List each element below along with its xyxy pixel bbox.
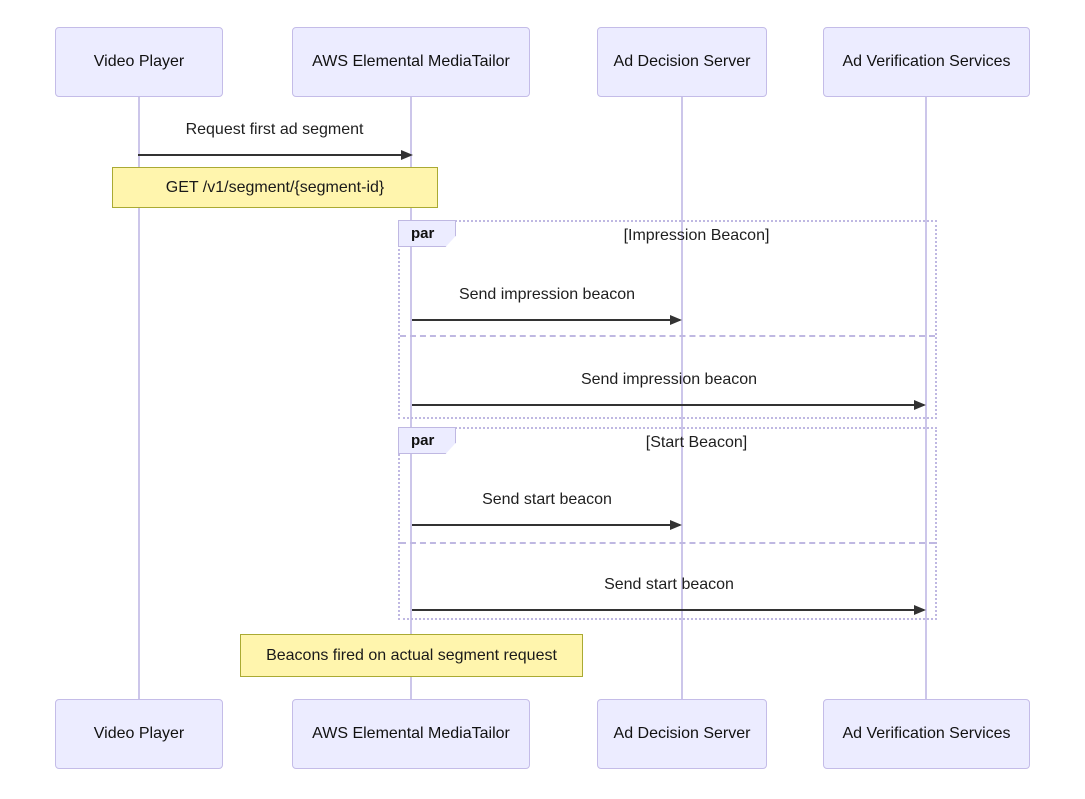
lifeline-ad-decision-server	[681, 97, 683, 700]
actor-top-ad-verification-services: Ad Verification Services	[823, 27, 1030, 97]
message-arrow	[412, 315, 682, 325]
actor-top-video-player: Video Player	[55, 27, 223, 97]
actor-bottom-mediatailor: AWS Elemental MediaTailor	[292, 699, 530, 769]
lifeline-mediatailor	[410, 97, 412, 700]
note-get-segment: GET /v1/segment/{segment-id}	[112, 167, 438, 208]
par-keyword: par	[398, 427, 456, 454]
par-divider	[400, 542, 935, 544]
actor-bottom-video-player: Video Player	[55, 699, 223, 769]
message-arrow	[412, 520, 682, 530]
par-block-start-beacon: par [Start Beacon]	[398, 427, 937, 620]
actor-top-mediatailor: AWS Elemental MediaTailor	[292, 27, 530, 97]
message-label: Send start beacon	[482, 491, 612, 508]
message-label: Request first ad segment	[185, 121, 364, 138]
message-label: Send impression beacon	[580, 371, 758, 388]
lifeline-video-player	[138, 97, 140, 700]
par-condition: [Start Beacon]	[645, 434, 748, 451]
actor-bottom-ad-verification-services: Ad Verification Services	[823, 699, 1030, 769]
message-arrow	[138, 150, 413, 160]
lifeline-ad-verification-services	[925, 97, 927, 700]
message-label: Send impression beacon	[458, 286, 636, 303]
actor-top-ad-decision-server: Ad Decision Server	[597, 27, 767, 97]
par-block-impression-beacon: par [Impression Beacon]	[398, 220, 937, 419]
actor-bottom-ad-decision-server: Ad Decision Server	[597, 699, 767, 769]
par-condition: [Impression Beacon]	[623, 227, 770, 244]
message-arrow	[412, 605, 926, 615]
par-keyword: par	[398, 220, 456, 247]
message-label: Send start beacon	[604, 576, 734, 593]
note-beacons-fired: Beacons fired on actual segment request	[240, 634, 583, 677]
par-divider	[400, 335, 935, 337]
message-arrow	[412, 400, 926, 410]
